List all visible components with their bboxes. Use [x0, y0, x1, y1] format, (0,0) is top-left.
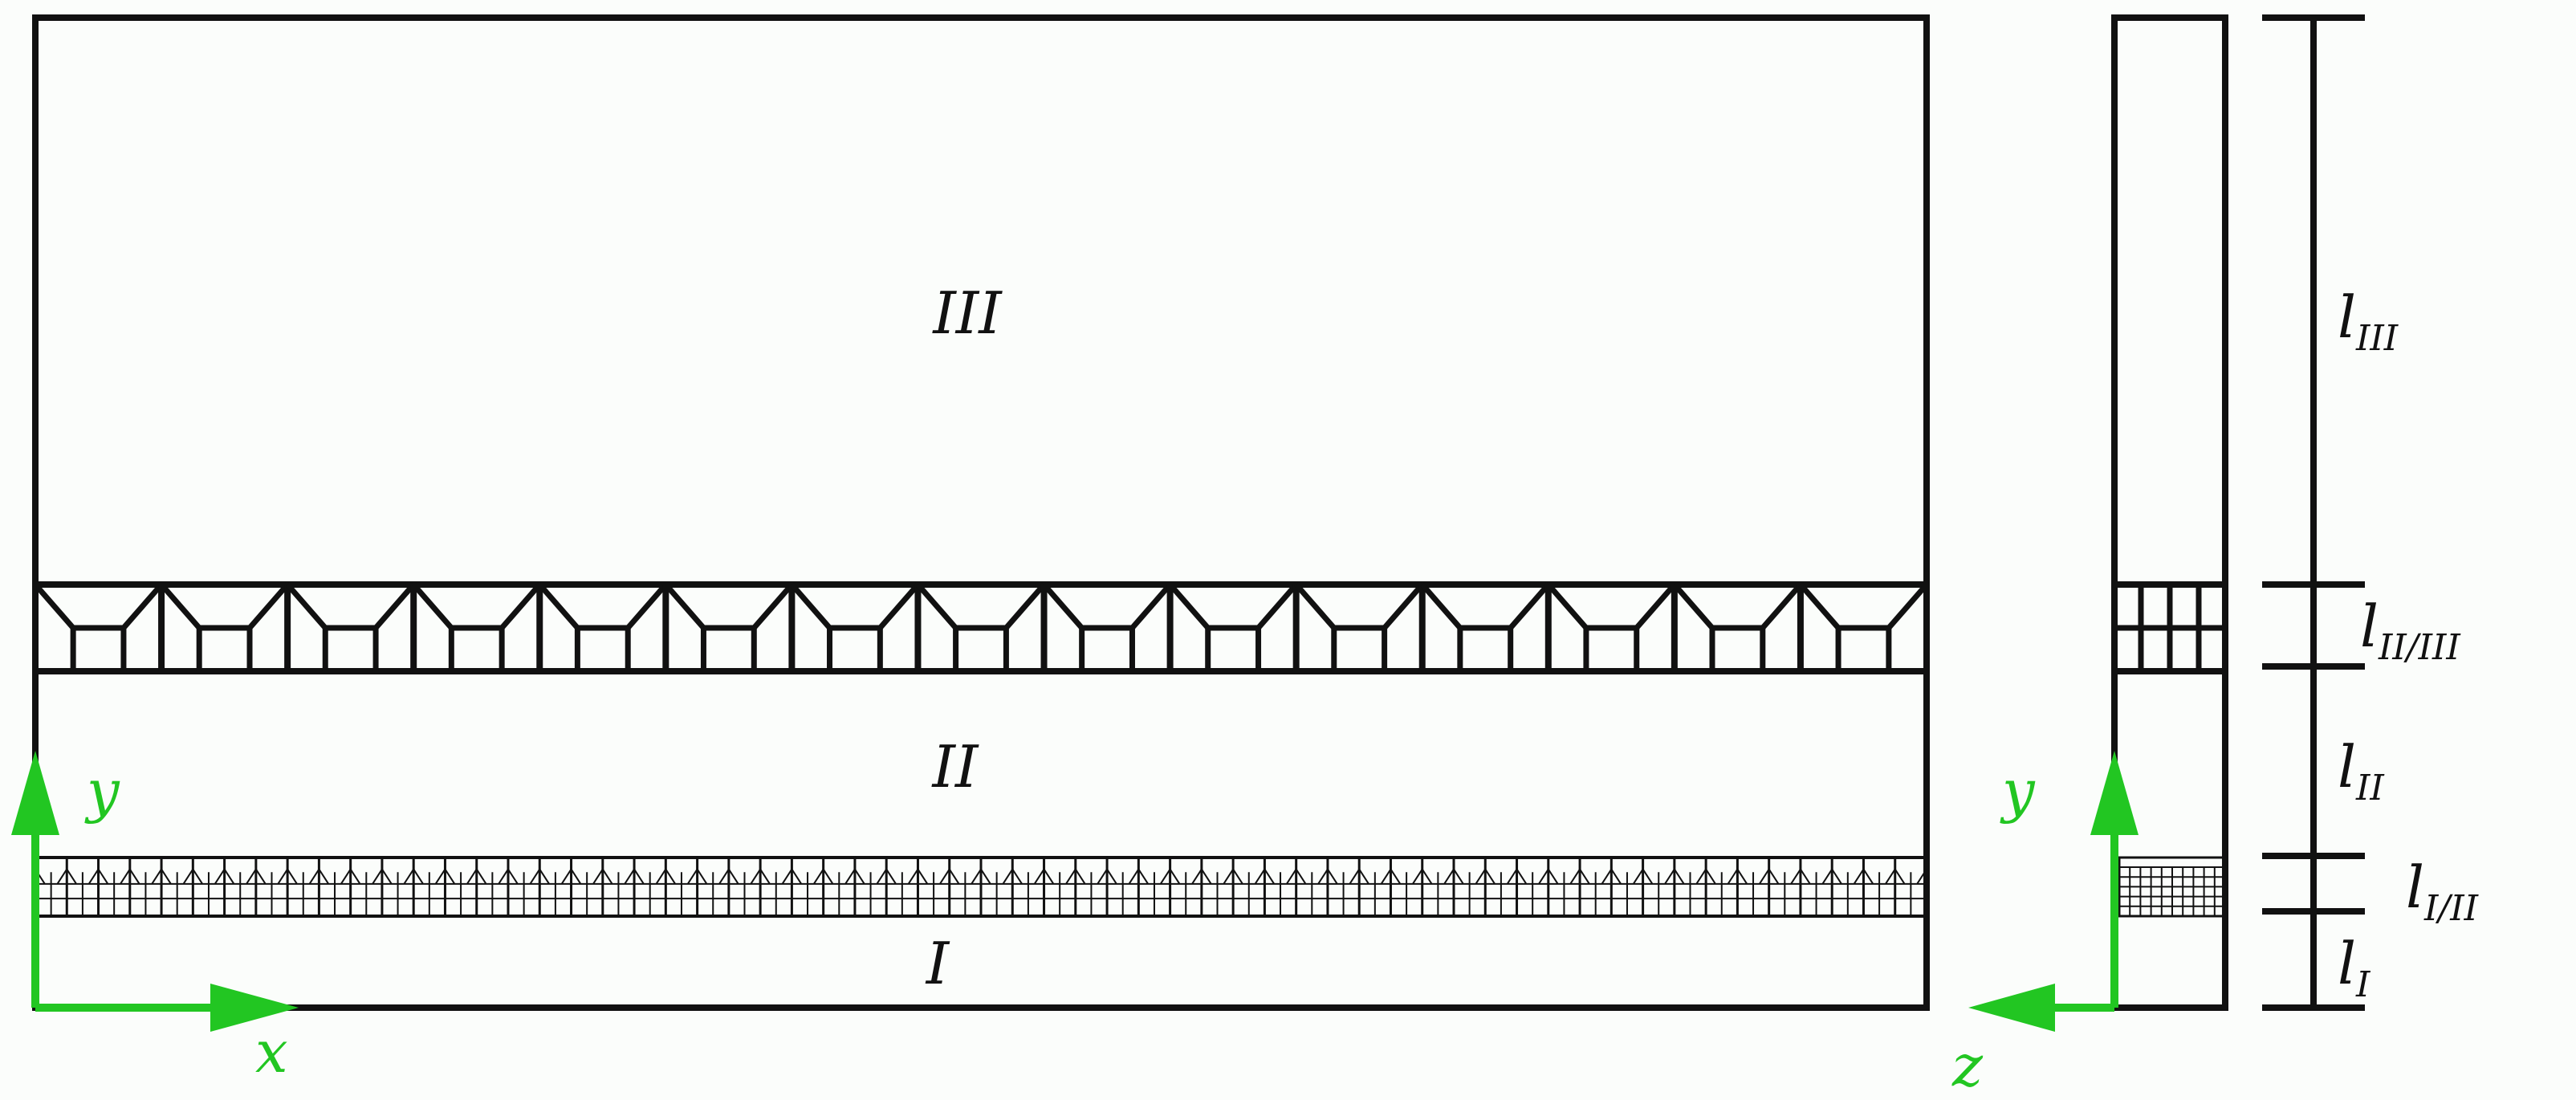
interface-lower-cell: [223, 858, 257, 916]
front-y-axis-label: y: [84, 757, 120, 825]
interface-lower-cell: [1578, 858, 1613, 916]
interface-upper-cell: [536, 582, 668, 671]
interface-lower-cell: [1673, 858, 1707, 916]
interface-upper-cell: [410, 582, 542, 671]
interface-upper-cells: [32, 582, 1929, 671]
interface-lower-cell: [254, 858, 288, 916]
front-view-outline: [32, 14, 1930, 1011]
interface-lower-cell: [1169, 858, 1203, 916]
side-view-outline: [2111, 14, 2228, 1011]
interface-upper-cell: [662, 582, 795, 671]
side-z-axis-label: z: [1951, 1032, 1984, 1099]
interface-lower-cell: [948, 858, 982, 916]
interface-lower-cell: [1736, 858, 1770, 916]
interface-upper-cell: [1797, 582, 1929, 671]
interface-lower-cell: [1799, 858, 1833, 916]
interface-lower-cell: [696, 858, 730, 916]
interface-lower-cell: [349, 858, 383, 916]
region-label-bottom: I: [925, 930, 950, 997]
interface-lower-cell: [979, 858, 1014, 916]
interface-lower-cell: [507, 858, 541, 916]
interface-lower-cell: [1483, 858, 1518, 916]
interface-lower-cell: [1768, 858, 1801, 916]
interface-lower-cell: [790, 858, 824, 916]
interface-lower-cell: [1074, 858, 1108, 916]
interface-lower-cells: [34, 858, 1927, 916]
interface-lower-cell: [664, 858, 698, 916]
interface-upper-cell: [1418, 582, 1551, 671]
interface-lower-cell: [191, 858, 226, 916]
interface-lower-cell: [443, 858, 478, 916]
interface-lower-cell: [1263, 858, 1297, 916]
interface-lower-cell: [1389, 858, 1423, 916]
interface-lower-cell: [727, 858, 761, 916]
interface-lower-cell: [1830, 858, 1865, 916]
side-interface-lower-grid: [2118, 856, 2227, 918]
interface-upper-cell: [1292, 582, 1425, 671]
interface-lower-cell: [1295, 858, 1329, 916]
interface-lower-cell: [1452, 858, 1487, 916]
interface-lower-cell: [1357, 858, 1392, 916]
interface-lower-cell: [1862, 858, 1896, 916]
interface-upper-cell: [1544, 582, 1677, 671]
interface-lower-cell: [916, 858, 950, 916]
interface-lower-cell: [412, 858, 446, 916]
region-label-top: III: [931, 279, 1003, 347]
dimension-label-I: lI: [2338, 930, 2371, 1005]
interface-lower-cell: [1421, 858, 1455, 916]
interface-lower-cell: [633, 858, 667, 916]
interface-lower-cell: [570, 858, 604, 916]
interface-lower-cell: [1547, 858, 1581, 916]
interface-lower-cell: [380, 858, 415, 916]
dimension-label-III: lIII: [2338, 283, 2399, 359]
interface-lower-cell: [65, 858, 100, 916]
side-z-axis-arrowhead: [1968, 984, 2055, 1032]
side-y-axis-arrowhead: [2090, 751, 2139, 835]
region-label-middle: II: [931, 733, 979, 801]
interface-lower-cell: [317, 858, 352, 916]
interface-upper-cell: [284, 582, 416, 671]
interface-lower-cell: [1894, 858, 1927, 916]
interface-upper-cell: [1040, 582, 1173, 671]
interface-lower-cell: [759, 858, 793, 916]
interface-lower-cell: [601, 858, 635, 916]
interface-lower-cell: [538, 858, 572, 916]
dimension-label-I-II: lI/II: [2406, 854, 2480, 929]
side-y-axis-label: y: [2000, 757, 2036, 825]
interface-lower-cell: [1231, 858, 1266, 916]
interface-upper-cell: [158, 582, 290, 671]
dimension-label-II-III: lII/III: [2360, 593, 2461, 668]
interface-lower-cell: [160, 858, 194, 916]
interface-lower-cell: [1137, 858, 1171, 916]
dimension-label-II: lII: [2338, 733, 2385, 809]
interface-lower-cell: [853, 858, 888, 916]
interface-lower-cell: [1642, 858, 1675, 916]
interface-lower-cell: [97, 858, 131, 916]
interface-upper-cell: [1671, 582, 1803, 671]
interface-upper-cell: [32, 582, 164, 671]
interface-lower-cell: [1326, 858, 1361, 916]
interface-lower-cell: [1200, 858, 1234, 916]
interface-lower-cell: [822, 858, 856, 916]
interface-lower-cell: [128, 858, 162, 916]
front-x-axis-arrowhead: [210, 984, 299, 1032]
interface-lower-cell: [1704, 858, 1739, 916]
interface-lower-cell: [1043, 858, 1076, 916]
interface-upper-cell: [788, 582, 921, 671]
interface-lower-cell: [1011, 858, 1045, 916]
front-y-axis-arrowhead: [11, 751, 59, 835]
interface-upper-cell: [1166, 582, 1299, 671]
interface-lower-cell: [1516, 858, 1549, 916]
interface-lower-cell: [885, 858, 919, 916]
interface-upper-cell: [914, 582, 1047, 671]
front-x-axis-label: x: [255, 1018, 288, 1086]
interface-lower-cell: [1609, 858, 1644, 916]
interface-lower-cell: [286, 858, 320, 916]
interface-lower-cell: [34, 858, 68, 916]
interface-lower-cell: [1105, 858, 1140, 916]
interface-lower-cell: [475, 858, 509, 916]
